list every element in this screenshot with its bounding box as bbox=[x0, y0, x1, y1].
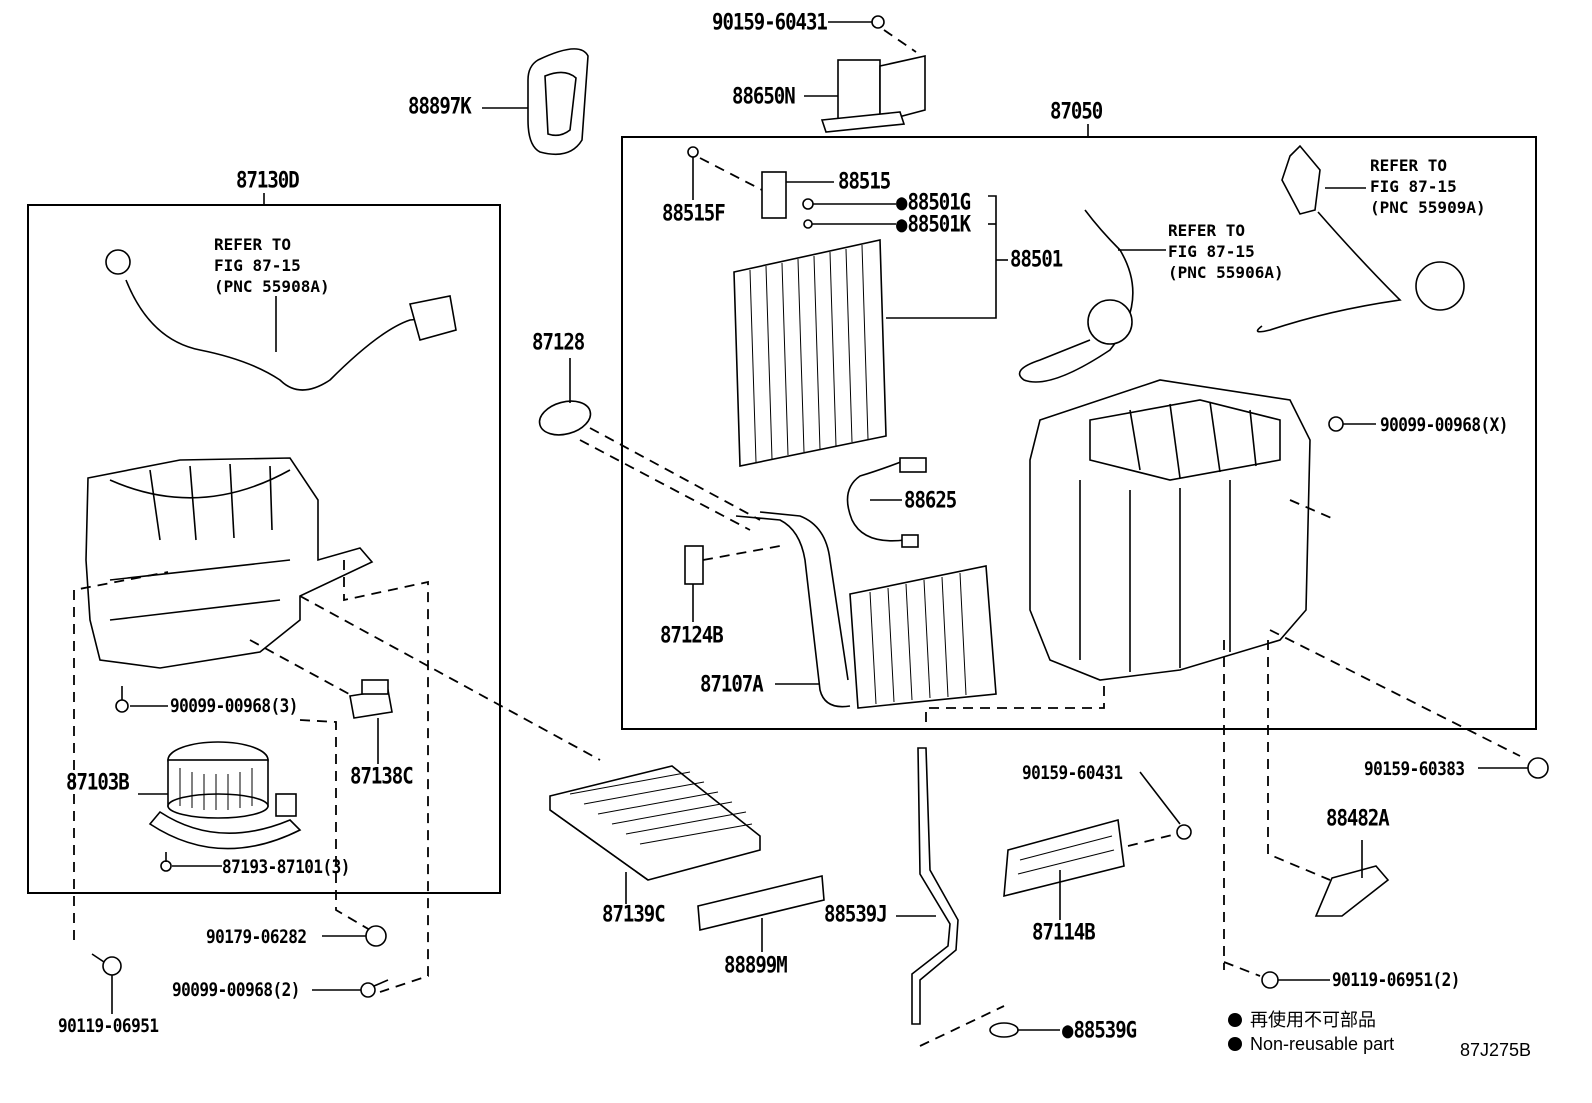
hvac-case-drawing bbox=[925, 379, 1521, 970]
label-88501K[interactable]: 88501K bbox=[896, 211, 971, 237]
screw-90119-06951-drawing bbox=[91, 953, 122, 1014]
heater-core-87107A-drawing bbox=[684, 511, 997, 709]
label-88501G[interactable]: 88501G bbox=[896, 189, 971, 215]
assembly-box-87050 bbox=[621, 124, 1537, 730]
screw-90099-00968-2-drawing bbox=[312, 979, 389, 998]
label-88625[interactable]: 88625 bbox=[904, 487, 957, 513]
harness-55908A-drawing bbox=[105, 249, 457, 391]
label-87128[interactable]: 87128 bbox=[532, 329, 585, 355]
label-87138C[interactable]: 87138C bbox=[350, 763, 414, 789]
reference-note-55908A[interactable]: REFER TO FIG 87-15 (PNC 55908A) bbox=[214, 235, 330, 296]
label-90179-06282[interactable]: 90179-06282 bbox=[206, 925, 307, 948]
grommet-88897K-drawing bbox=[482, 48, 589, 156]
reference-note-55909A[interactable]: REFER TO FIG 87-15 (PNC 55909A) bbox=[1370, 156, 1486, 217]
evaporator-88501-drawing bbox=[733, 195, 1008, 467]
label-88539J[interactable]: 88539J bbox=[824, 901, 888, 927]
label-88501G-text: 88501G bbox=[907, 189, 971, 215]
screw-90119-06951-2-drawing bbox=[1223, 961, 1330, 989]
label-88482A[interactable]: 88482A bbox=[1326, 805, 1390, 831]
legend-row-jp: 再使用不可部品 bbox=[1228, 1008, 1394, 1032]
assembly-box-87130D bbox=[27, 193, 501, 894]
blower-motor-87103B-drawing bbox=[138, 741, 302, 850]
reference-note-55906A[interactable]: REFER TO FIG 87-15 (PNC 55906A) bbox=[1168, 221, 1284, 282]
harness-55909A-drawing bbox=[1256, 144, 1465, 333]
label-88501[interactable]: 88501 bbox=[1010, 246, 1063, 272]
legend-row-en: Non-reusable part bbox=[1228, 1032, 1394, 1056]
amplifier-88650N-drawing bbox=[804, 15, 926, 133]
label-88501K-text: 88501K bbox=[907, 211, 971, 237]
label-88539G[interactable]: 88539G bbox=[1062, 1017, 1137, 1043]
figure-id: 87J275B bbox=[1460, 1040, 1532, 1060]
duct-88482A-drawing bbox=[1314, 840, 1390, 917]
expansion-valve-88515-drawing bbox=[687, 146, 896, 229]
blower-housing-drawing bbox=[73, 457, 601, 993]
seal-87128-drawing bbox=[538, 358, 761, 531]
label-88899M[interactable]: 88899M bbox=[724, 952, 788, 978]
sensor-88625-drawing bbox=[846, 457, 927, 548]
label-87107A[interactable]: 87107A bbox=[700, 671, 764, 697]
resistor-87138C-drawing bbox=[349, 679, 393, 764]
label-90159-60431-top[interactable]: 90159-60431 bbox=[712, 9, 828, 35]
label-90099-00968-3[interactable]: 90099-00968(3) bbox=[170, 694, 298, 717]
label-90119-06951-2[interactable]: 90119-06951(2) bbox=[1332, 968, 1460, 991]
harness-55906A-drawing bbox=[1018, 209, 1166, 383]
non-reusable-bullet-icon bbox=[1228, 1013, 1242, 1027]
label-87050[interactable]: 87050 bbox=[1050, 98, 1103, 124]
ptc-heater-87114B-drawing bbox=[1003, 771, 1192, 920]
drain-hose-88539J-drawing bbox=[896, 747, 1005, 1047]
label-88539G-text: 88539G bbox=[1073, 1017, 1137, 1043]
screw-90159-60383-drawing bbox=[1478, 757, 1549, 779]
label-90099-00968-X[interactable]: 90099-00968(X) bbox=[1380, 413, 1508, 436]
label-88897K[interactable]: 88897K bbox=[408, 93, 472, 119]
clip-88539G-drawing bbox=[989, 1022, 1060, 1038]
label-87139C[interactable]: 87139C bbox=[602, 901, 666, 927]
legend-text-en: Non-reusable part bbox=[1250, 1034, 1395, 1054]
legend-text-jp: 再使用不可部品 bbox=[1250, 1010, 1376, 1030]
label-90099-00968-2[interactable]: 90099-00968(2) bbox=[172, 978, 300, 1001]
label-88515F[interactable]: 88515F bbox=[662, 200, 726, 226]
label-87103B[interactable]: 87103B bbox=[66, 769, 130, 795]
nut-90179-06282-drawing bbox=[322, 925, 387, 947]
label-87193-87101-3[interactable]: 87193-87101(3) bbox=[222, 855, 350, 878]
label-87114B[interactable]: 87114B bbox=[1032, 919, 1096, 945]
legend: 再使用不可部品 Non-reusable part bbox=[1228, 1008, 1394, 1056]
screw-87193-87101-drawing bbox=[160, 852, 222, 872]
label-90159-60431-mid[interactable]: 90159-60431 bbox=[1022, 761, 1123, 784]
non-reusable-bullet-icon bbox=[1228, 1037, 1242, 1051]
label-90159-60383[interactable]: 90159-60383 bbox=[1364, 757, 1465, 780]
label-88515[interactable]: 88515 bbox=[838, 168, 891, 194]
label-88650N[interactable]: 88650N bbox=[732, 83, 796, 109]
label-90119-06951[interactable]: 90119-06951 bbox=[58, 1014, 159, 1037]
screw-90099-00968-3-drawing bbox=[115, 686, 168, 713]
filter-87139C-drawing bbox=[549, 765, 761, 904]
label-87130D[interactable]: 87130D bbox=[236, 167, 300, 193]
cover-88899M-drawing bbox=[697, 875, 825, 952]
label-87124B[interactable]: 87124B bbox=[660, 622, 724, 648]
